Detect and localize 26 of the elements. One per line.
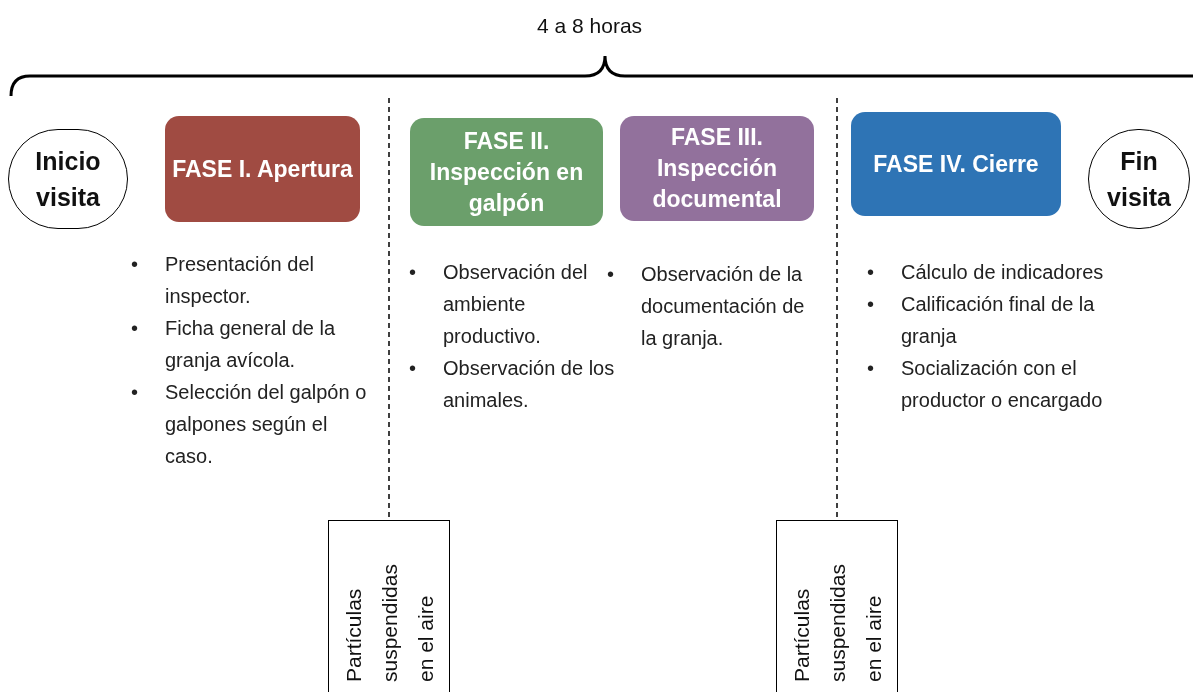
particle-box: Partículas suspendidas en el aire xyxy=(328,520,450,692)
bullet: • xyxy=(867,260,874,285)
bullet-item: Socialización con el productor o encargado xyxy=(901,357,1103,411)
bullet: • xyxy=(867,356,874,381)
bullet: • xyxy=(131,252,138,277)
bullet: • xyxy=(409,260,416,285)
bullet: • xyxy=(131,316,138,341)
phase-box: FASE II. Inspección en galpón xyxy=(410,118,603,226)
bullet: • xyxy=(409,356,416,381)
bullet: • xyxy=(607,262,614,287)
duration-label: 4 a 8 horas xyxy=(537,13,643,39)
particle-box: Partículas suspendidas en el aire xyxy=(776,520,898,692)
bullet-item: Calificación final de la granja xyxy=(901,293,1095,347)
phase-box: FASE I. Apertura xyxy=(165,116,360,222)
phase-box: FASE IV. Cierre xyxy=(851,112,1061,216)
bullet-item: Selección del galpón o galpones según el caso. xyxy=(165,381,367,467)
bullet-item: Observación de los animales. xyxy=(443,357,615,411)
curly-brace xyxy=(9,54,1193,98)
bullet-item: Observación del ambiente productivo. xyxy=(443,261,588,347)
phase-box: FASE III. Inspección documental xyxy=(620,116,814,221)
bullet-item: Observación de la documentación de la granja. xyxy=(641,263,805,349)
bullet-item: Cálculo de indicadores xyxy=(901,261,1104,283)
bullet-item: Ficha general de la granja avícola. xyxy=(165,317,336,371)
bullet: • xyxy=(867,292,874,317)
bullet: • xyxy=(131,380,138,405)
bullet-item: Presentación del inspector. xyxy=(165,253,314,307)
